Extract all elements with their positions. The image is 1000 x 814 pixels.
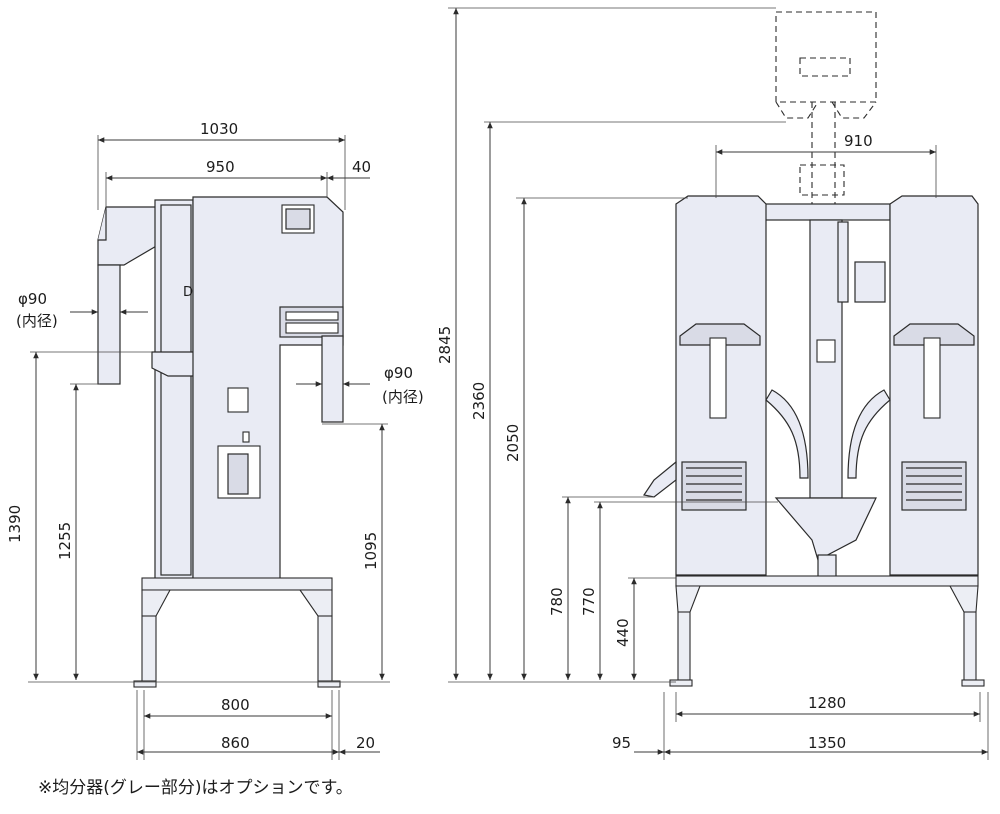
dim-770: 770 <box>580 587 598 616</box>
top-crossbar <box>764 203 891 221</box>
left-cabinet: D <box>151 196 344 581</box>
dim-40: 40 <box>352 158 371 176</box>
dim-440: 440 <box>614 618 632 647</box>
right-hopper-unit <box>889 195 979 576</box>
dim-1350: 1350 <box>808 734 846 752</box>
right-base-frame <box>669 575 985 687</box>
dim-phi90-right: φ90 <box>384 364 413 382</box>
center-column <box>765 219 891 580</box>
dim-95: 95 <box>612 734 631 752</box>
dim-1280: 1280 <box>808 694 846 712</box>
left-outlet-duct <box>321 335 344 423</box>
dim-950: 950 <box>206 158 235 176</box>
dim-inner-left: (内径) <box>16 312 58 330</box>
left-inlet-duct <box>97 206 159 385</box>
left-dimension-lines <box>28 135 390 760</box>
dim-860: 860 <box>221 734 250 752</box>
dim-20: 20 <box>356 734 375 752</box>
dim-800: 800 <box>221 696 250 714</box>
left-side-view: D <box>6 120 424 760</box>
dim-2050: 2050 <box>504 424 522 462</box>
right-dimension-lines <box>448 7 989 760</box>
dim-1030: 1030 <box>200 120 238 138</box>
right-front-view: 2845 2360 2050 910 780 770 440 1280 95 1… <box>436 7 989 760</box>
left-hopper-unit <box>643 195 767 576</box>
dim-910: 910 <box>844 132 873 150</box>
dim-780: 780 <box>548 587 566 616</box>
footnote: ※均分器(グレー部分)はオプションです。 <box>38 778 353 798</box>
distributor-hopper <box>775 11 877 205</box>
dim-2360: 2360 <box>470 382 488 420</box>
dim-2845: 2845 <box>436 326 454 364</box>
dim-1255: 1255 <box>56 522 74 560</box>
dim-inner-right: (内径) <box>382 388 424 406</box>
left-base-frame <box>133 577 341 688</box>
dim-phi90-left: φ90 <box>18 290 47 308</box>
svg-text:D: D <box>183 285 193 300</box>
dim-1095: 1095 <box>362 532 380 570</box>
dim-1390: 1390 <box>6 505 24 543</box>
